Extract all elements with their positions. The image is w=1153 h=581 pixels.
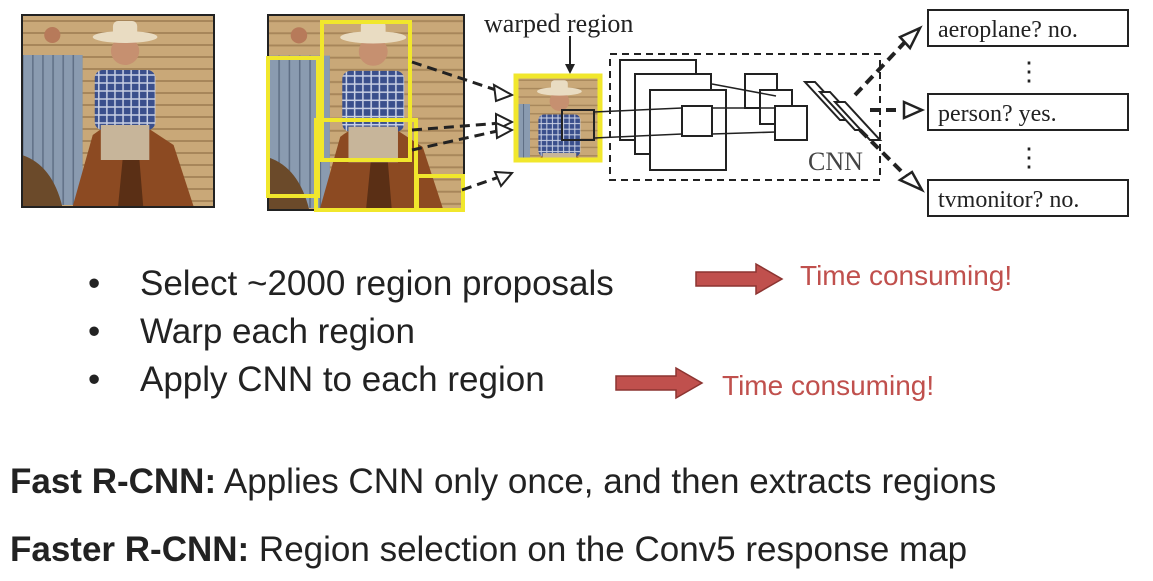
summary-text: Region selection on the Conv5 response m… bbox=[249, 530, 968, 569]
output-box-person: person? yes. bbox=[927, 93, 1129, 131]
red-arrow-icon bbox=[615, 366, 704, 400]
proposal-arrows bbox=[411, 60, 503, 192]
bullet-symbol: • bbox=[88, 312, 101, 351]
warped-region-label: warped region bbox=[484, 9, 633, 38]
region-proposal-box bbox=[320, 20, 412, 162]
warped-region bbox=[513, 73, 603, 163]
bullet-text: Select ~2000 region proposals bbox=[140, 264, 614, 303]
region-proposal-box bbox=[415, 174, 465, 212]
image-with-proposals bbox=[266, 14, 465, 212]
region-proposal-box bbox=[314, 118, 418, 212]
time-consuming-note: Time consuming! bbox=[722, 370, 935, 401]
bullet-text: Apply CNN to each region bbox=[140, 360, 545, 399]
input-image bbox=[21, 14, 215, 208]
rcnn-pipeline-diagram: warped region CNN bbox=[21, 9, 1129, 217]
ellipsis-lower: ⋮ bbox=[1016, 143, 1042, 172]
summary-label: Faster R-CNN: bbox=[10, 530, 250, 569]
output-box-aeroplane: aeroplane? no. bbox=[927, 9, 1129, 47]
cnn-block: CNN bbox=[593, 53, 883, 181]
summary-faster-rcnn: Faster R-CNN: Region selection on the Co… bbox=[10, 530, 967, 570]
output-arrows bbox=[853, 40, 908, 178]
time-consuming-note: Time consuming! bbox=[800, 260, 1013, 291]
red-arrow-icon bbox=[695, 262, 784, 296]
bullet-symbol: • bbox=[88, 360, 101, 399]
bullet-symbol: • bbox=[88, 264, 101, 303]
summary-label: Fast R-CNN: bbox=[10, 462, 217, 501]
svg-text:tvmonitor? no.: tvmonitor? no. bbox=[938, 187, 1079, 213]
arrow-heads bbox=[492, 83, 515, 188]
output-box-tvmonitor: tvmonitor? no. bbox=[927, 179, 1129, 217]
summary-fast-rcnn: Fast R-CNN: Applies CNN only once, and t… bbox=[10, 462, 996, 502]
bullet-text: Warp each region bbox=[140, 312, 415, 351]
svg-text:person? yes.: person? yes. bbox=[938, 101, 1057, 127]
svg-text:aeroplane? no.: aeroplane? no. bbox=[938, 17, 1078, 43]
cnn-label: CNN bbox=[808, 147, 863, 176]
ellipsis-upper: ⋮ bbox=[1016, 57, 1042, 86]
summary-text: Applies CNN only once, and then extracts… bbox=[216, 462, 997, 501]
